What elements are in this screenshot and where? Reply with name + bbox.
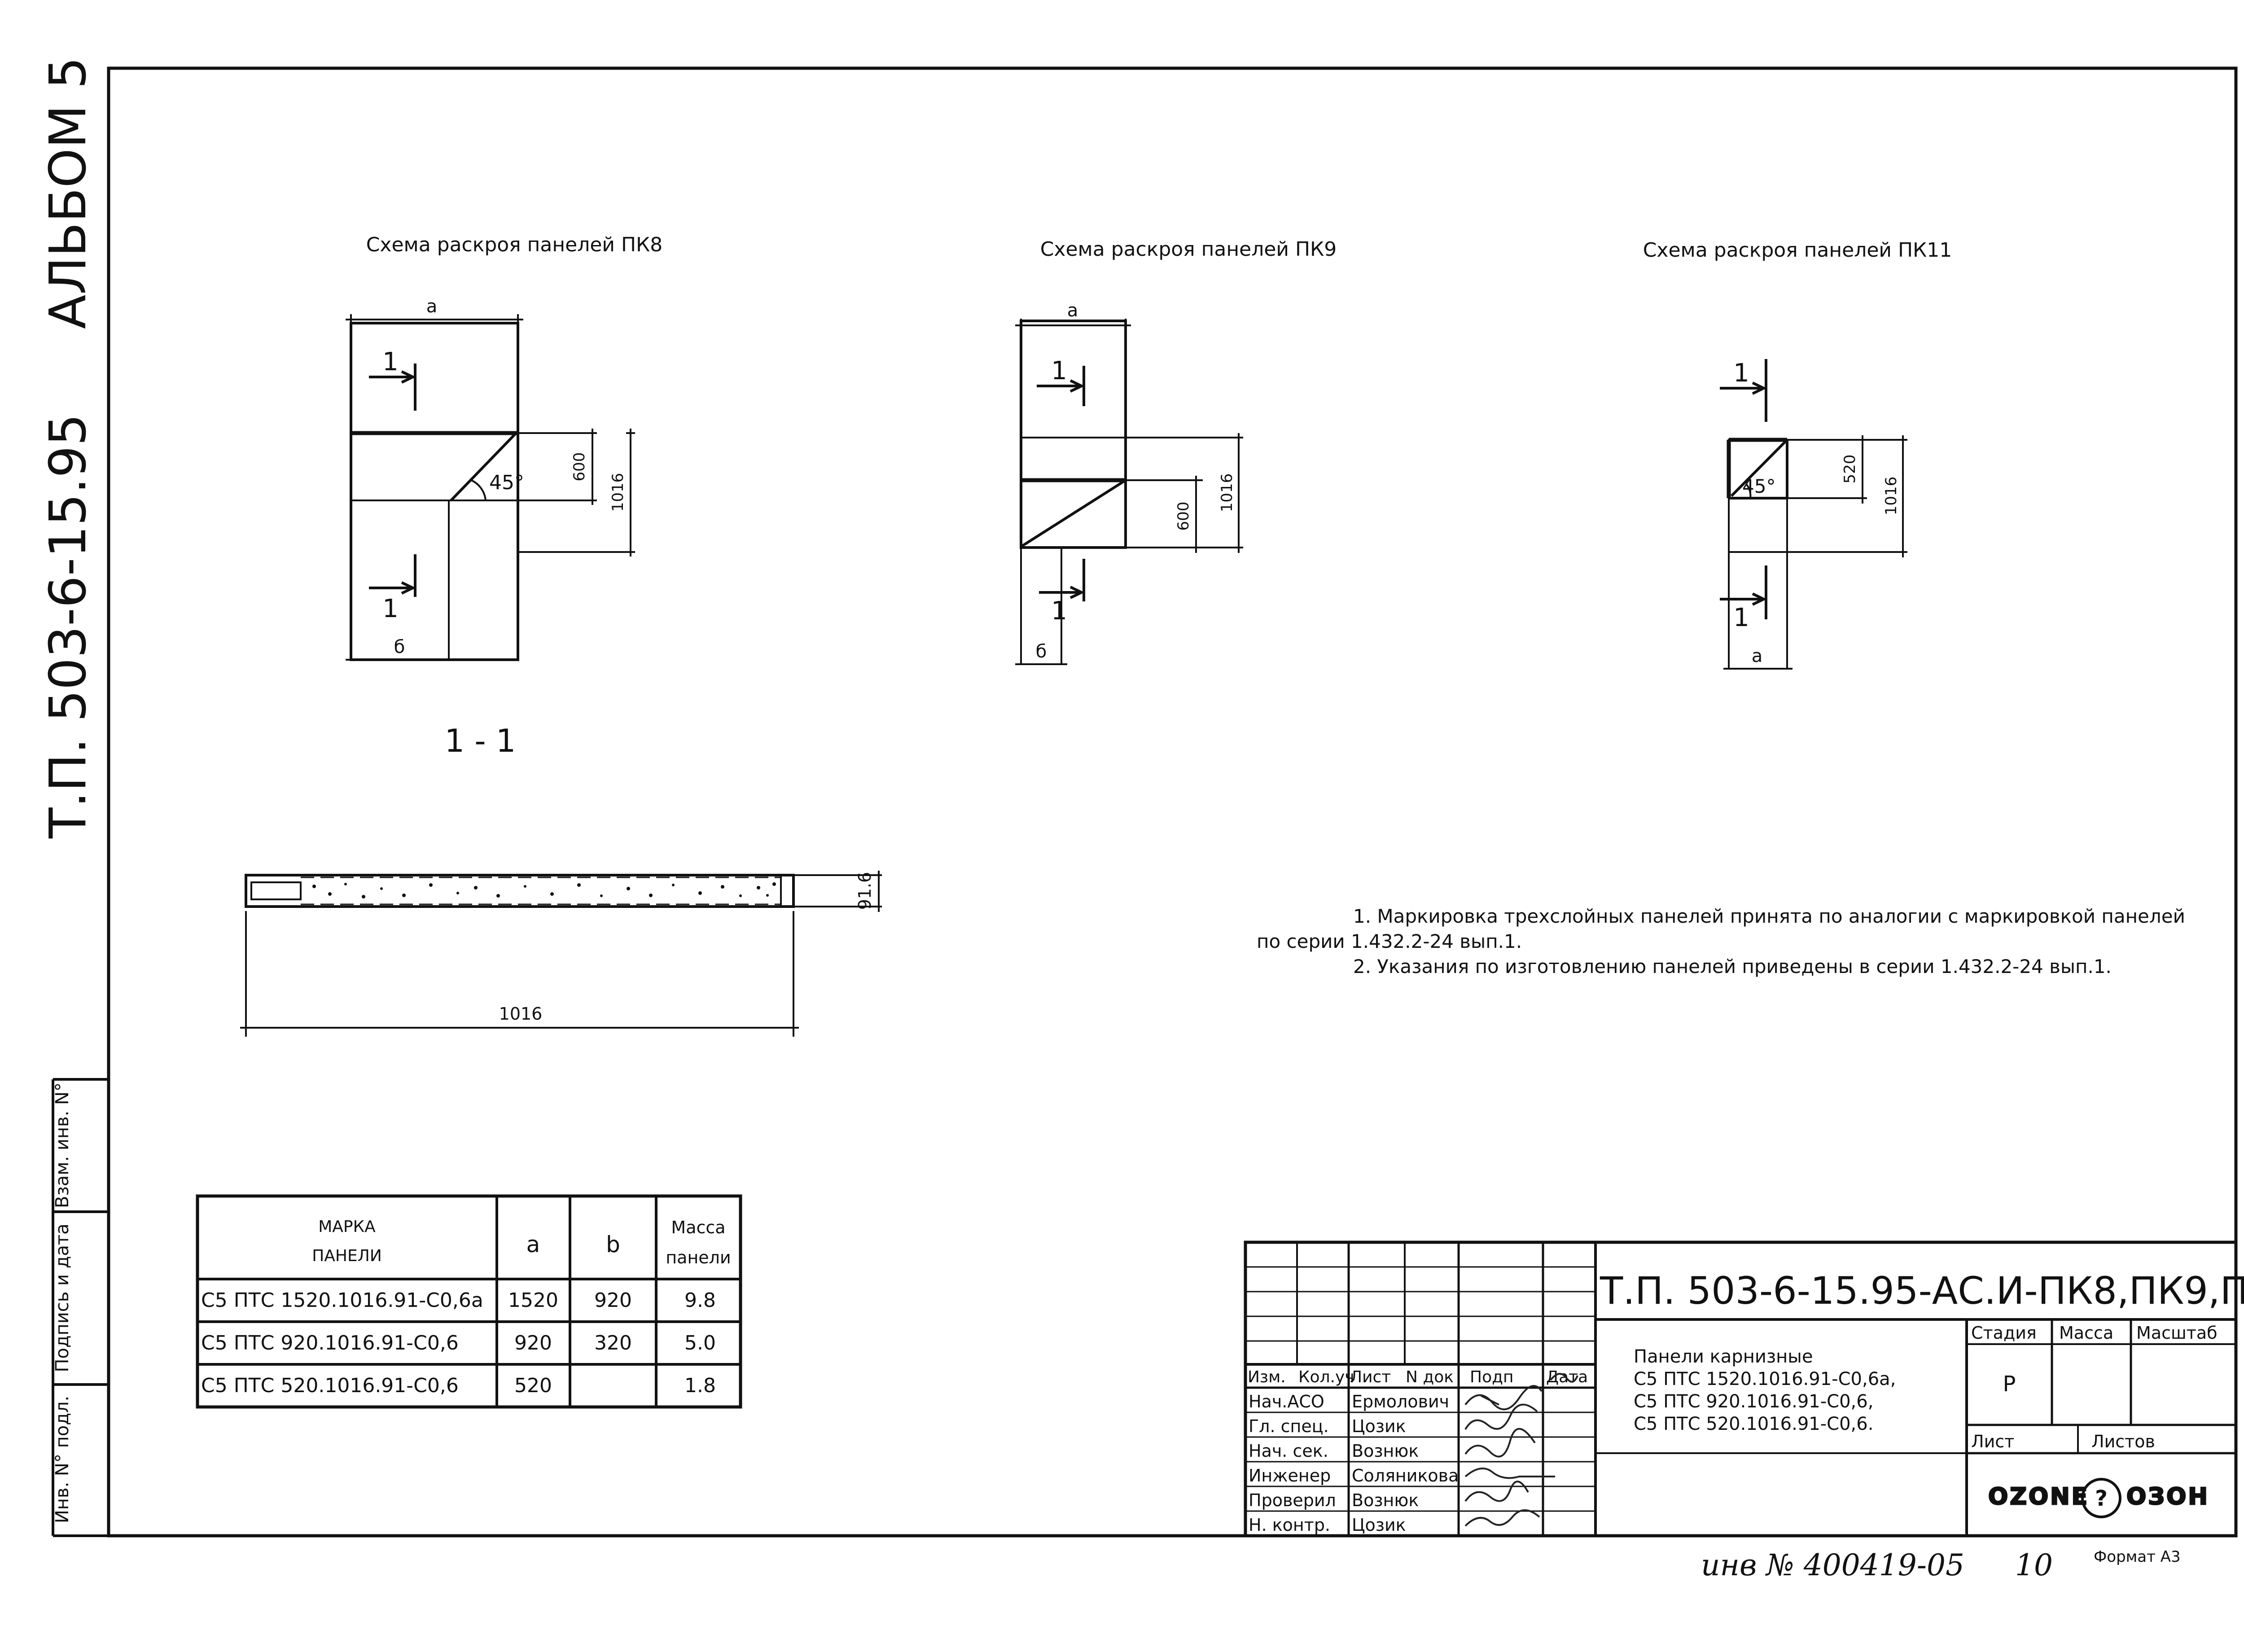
outer-frame (107, 66, 2238, 1538)
svg-text:?: ? (2095, 1486, 2108, 1511)
staff-name-6: Цозик (1352, 1515, 1406, 1535)
table-row-2-mark: С5 ПТС 920.1016.91-С0,6 (201, 1332, 459, 1354)
project-code-vertical: Т.П. 503-6-15.95 (39, 414, 97, 839)
stamp-original-inv: Инв. N° подл. (52, 1396, 73, 1523)
table-header-mass-2: панели (666, 1248, 731, 1267)
tb-header-ndok: N док (1406, 1368, 1454, 1386)
scheme-pk9-dim-b: б (1036, 641, 1047, 662)
table-header-mark-1: МАРКА (318, 1218, 376, 1236)
tb-header-podp: Подп (1470, 1368, 1514, 1386)
scheme-pk8-drawing (346, 314, 635, 661)
tb-header-koluch: Кол.уч (1298, 1368, 1354, 1386)
page-number: 10 (2015, 1548, 2053, 1582)
table-row-3-mass: 1.8 (684, 1374, 716, 1397)
staff-name-2: Цозик (1352, 1416, 1406, 1436)
table-row-1-mark: С5 ПТС 1520.1016.91-С0,6а (201, 1289, 483, 1312)
staff-name-3: Вознюк (1352, 1441, 1419, 1461)
table-header-mass-1: Масса (671, 1218, 725, 1237)
tb-header-list: Лист (1350, 1368, 1391, 1386)
spec-table-grid (196, 1194, 742, 1409)
staff-name-1: Ермолович (1352, 1392, 1449, 1411)
scheme-pk8-angle: 45° (489, 471, 524, 494)
scheme-pk11-dim-1016: 1016 (1882, 477, 1900, 516)
scheme-pk9-drawing (1015, 319, 1243, 665)
scheme-pk9-section-mark-top: 1 (1051, 356, 1067, 386)
scheme-pk8-dim-600: 600 (570, 452, 588, 482)
stamp-signature-date: Подпись и дата (52, 1223, 73, 1372)
scheme-pk11-angle: 45° (1742, 475, 1775, 497)
signatures (1464, 1373, 1578, 1527)
table-row-1-mass: 9.8 (684, 1289, 716, 1312)
table-row-2-mass: 5.0 (684, 1332, 716, 1354)
section-drawing (240, 871, 882, 1037)
scheme-pk11-title: Схема раскроя панелей ПК11 (1643, 239, 1952, 262)
scheme-pk9-section-mark-bottom: 1 (1051, 596, 1067, 626)
desc-line-1: Панели карнизные (1634, 1346, 1813, 1367)
staff-role-2: Гл. спец. (1249, 1416, 1329, 1436)
scheme-pk11-section-mark-bottom: 1 (1733, 603, 1749, 632)
table-header-b: b (606, 1231, 620, 1258)
section-dim-width: 1016 (499, 1004, 543, 1024)
stage-label: Стадия (1971, 1323, 2037, 1343)
ozone-logo: OZONE ? ОЗОН (1988, 1478, 2209, 1518)
table-header-mark-2: ПАНЕЛИ (312, 1247, 382, 1265)
sheets-label: Листов (2091, 1432, 2155, 1451)
scheme-pk8-dim-a: а (426, 296, 438, 317)
section-fill-dots (312, 882, 776, 898)
scheme-pk11-dim-a: а (1752, 646, 1763, 666)
scheme-pk9-dim-a: а (1067, 300, 1078, 321)
section-dim-thickness: 91.6 (855, 872, 875, 910)
left-stamp (52, 1078, 110, 1537)
scheme-pk8-title: Схема раскроя панелей ПК8 (366, 233, 663, 256)
staff-role-3: Нач. сек. (1249, 1441, 1328, 1461)
note-2: 2. Указания по изготовлению панелей прив… (1353, 955, 2112, 977)
scheme-pk9-dim-600: 600 (1175, 502, 1192, 531)
svg-text:ОЗОН: ОЗОН (2126, 1483, 2209, 1510)
scale-label: Масштаб (2136, 1323, 2218, 1343)
scheme-pk8-dim-b: б (394, 637, 405, 657)
document-code: Т.П. 503-6-15.95-АС.И-ПК8,ПК9,ПК11 (1600, 1269, 2244, 1313)
inventory-number: инв № 400419-05 (1701, 1548, 1964, 1582)
scheme-pk9-title: Схема раскроя панелей ПК9 (1040, 238, 1337, 261)
table-row-2-b: 320 (594, 1332, 632, 1354)
desc-line-3: С5 ПТС 920.1016.91-С0,6, (1634, 1391, 1873, 1412)
desc-line-2: С5 ПТС 1520.1016.91-С0,6а, (1634, 1369, 1896, 1389)
table-row-1-b: 920 (594, 1289, 632, 1312)
staff-name-5: Вознюк (1352, 1490, 1419, 1510)
scheme-pk11-section-mark-top: 1 (1733, 359, 1749, 388)
tb-header-izm: Изм. (1248, 1368, 1286, 1386)
scheme-pk8-section-mark-top: 1 (382, 347, 399, 377)
section-title: 1 - 1 (445, 723, 516, 759)
staff-role-6: Н. контр. (1249, 1515, 1330, 1535)
scheme-pk11-drawing (1720, 359, 1907, 670)
sheet-label: Лист (1971, 1432, 2014, 1451)
svg-text:OZONE: OZONE (1988, 1483, 2089, 1510)
format-label: Формат А3 (2094, 1548, 2181, 1566)
staff-role-1: Нач.АСО (1249, 1392, 1324, 1411)
table-row-2-a: 920 (514, 1332, 552, 1354)
staff-role-4: Инженер (1249, 1466, 1331, 1485)
stage-value: Р (2003, 1372, 2016, 1397)
desc-line-4: С5 ПТС 520.1016.91-С0,6. (1634, 1414, 1873, 1434)
table-row-1-a: 1520 (508, 1289, 558, 1312)
staff-name-4: Соляникова (1352, 1466, 1459, 1485)
table-row-3-mark: С5 ПТС 520.1016.91-С0,6 (201, 1374, 459, 1397)
scheme-pk8-dim-1016: 1016 (609, 473, 627, 512)
scheme-pk11-dim-520: 520 (1841, 455, 1859, 484)
stamp-replacement-inv: Взам. инв. N° (52, 1082, 73, 1208)
note-1: 1. Маркировка трехслойных панелей принят… (1353, 905, 2185, 927)
scheme-pk9-dim-1016: 1016 (1218, 473, 1236, 513)
table-row-3-a: 520 (514, 1374, 552, 1397)
mass-label: Масса (2059, 1323, 2113, 1343)
scheme-pk8-section-mark-bottom: 1 (382, 594, 399, 623)
note-1-cont: по серии 1.432.2-24 вып.1. (1257, 930, 1522, 952)
table-header-a: a (526, 1231, 540, 1258)
title-block-grid (1244, 1240, 2238, 1538)
album-label: АЛЬБОМ 5 (39, 57, 97, 329)
staff-role-5: Проверил (1249, 1490, 1336, 1510)
